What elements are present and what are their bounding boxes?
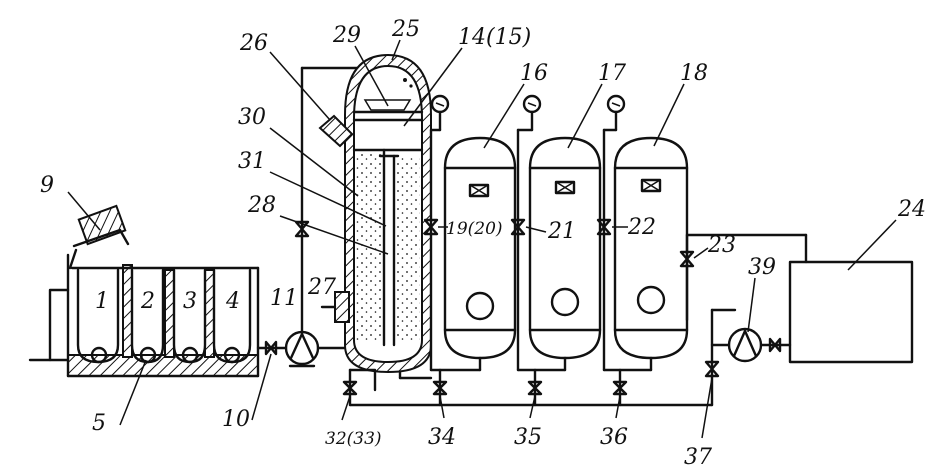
label-10: 10	[222, 407, 250, 432]
label-31: 31	[238, 149, 266, 174]
label-18: 18	[680, 61, 708, 86]
valve-10	[264, 340, 278, 356]
valve-icon	[432, 380, 448, 396]
reactor-column-14	[318, 53, 432, 392]
valve-icon	[264, 340, 278, 356]
label-25: 25	[391, 17, 420, 42]
label-19: 19(20)	[446, 219, 503, 239]
valve-32	[342, 380, 358, 396]
sight-glass-icon	[468, 183, 490, 198]
valve-icon	[510, 218, 526, 236]
label-23: 23	[707, 233, 736, 258]
label-16: 16	[520, 61, 548, 86]
valve-icon	[596, 218, 612, 236]
valve-icon	[294, 220, 310, 238]
label-17: 17	[598, 61, 626, 86]
valve-left-vertical	[294, 220, 310, 238]
label-26: 26	[239, 31, 268, 56]
label-14: 14(15)	[458, 25, 531, 50]
label-2: 2	[140, 289, 155, 314]
label-36: 36	[600, 425, 628, 450]
label-37: 37	[684, 445, 712, 470]
tank-16	[443, 136, 517, 372]
valve-34	[432, 380, 448, 396]
valve-21	[510, 218, 526, 236]
aerator-icon	[223, 346, 241, 364]
manhole-icon	[636, 285, 666, 315]
valve-37	[704, 360, 720, 378]
label-5: 5	[92, 411, 106, 436]
valve-icon	[612, 380, 628, 396]
label-22: 22	[627, 215, 656, 240]
valve-35	[527, 380, 543, 396]
label-3: 3	[183, 289, 197, 314]
valve-22	[596, 218, 612, 236]
label-24: 24	[897, 197, 926, 222]
label-35: 35	[514, 425, 542, 450]
label-11: 11	[270, 286, 298, 311]
pressure-gauge-icon	[430, 94, 450, 114]
aerator-icon	[139, 346, 157, 364]
aerator-icon	[181, 346, 199, 364]
valve-icon	[527, 380, 543, 396]
label-27: 27	[307, 275, 336, 300]
label-34: 34	[428, 425, 456, 450]
label-28: 28	[247, 193, 276, 218]
label-1: 1	[95, 289, 109, 314]
gauge-18	[606, 94, 626, 132]
label-32: 32(33)	[325, 429, 382, 449]
label-39: 39	[748, 255, 776, 280]
gauge-16	[430, 94, 450, 132]
tank-24	[788, 260, 914, 364]
valve-icon	[679, 250, 695, 268]
manhole-icon	[550, 287, 580, 317]
label-9: 9	[40, 173, 54, 198]
pump-11	[284, 330, 320, 368]
valve-icon	[704, 360, 720, 378]
valve-23	[679, 250, 695, 268]
pump-39	[727, 327, 763, 363]
tank-bank-1-4: 1 2 3 4	[28, 204, 260, 378]
label-30: 30	[238, 105, 266, 130]
pressure-gauge-icon	[522, 94, 542, 114]
tank-18	[613, 136, 689, 372]
tank-17	[528, 136, 602, 372]
valve-icon	[423, 218, 439, 236]
manhole-icon	[465, 291, 495, 321]
valve-39-outlet	[768, 337, 782, 353]
valve-19	[423, 218, 439, 236]
label-4: 4	[225, 289, 240, 314]
sight-glass-icon	[640, 178, 662, 193]
valve-36	[612, 380, 628, 396]
label-21: 21	[547, 219, 576, 244]
gauge-17	[522, 94, 542, 132]
pressure-gauge-icon	[606, 94, 626, 114]
label-29: 29	[332, 23, 361, 48]
hopper-9	[68, 204, 130, 270]
aerator-icon	[90, 346, 108, 364]
valve-icon	[768, 337, 782, 353]
valve-icon	[342, 380, 358, 396]
sight-glass-icon	[554, 180, 576, 195]
